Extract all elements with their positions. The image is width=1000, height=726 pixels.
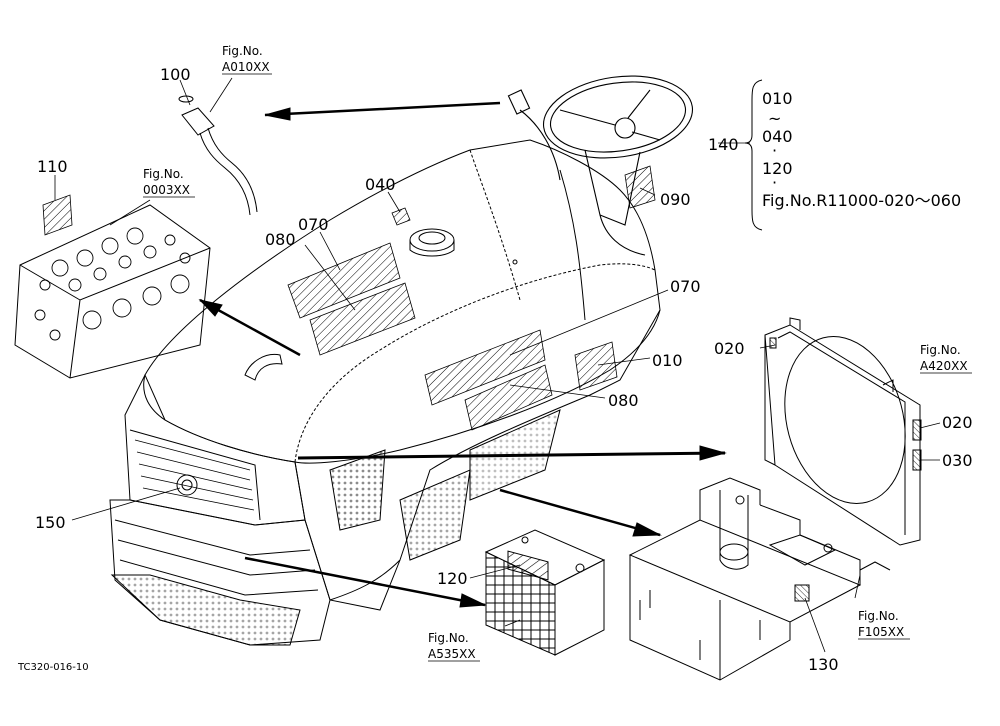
decal-070b <box>424 329 546 406</box>
label-090: 090 <box>660 190 691 209</box>
bracket-line-1: 010 <box>762 89 793 108</box>
label-120: 120 <box>437 569 468 588</box>
cylinder-head <box>14 204 211 379</box>
fig-f105-code: F105XX <box>858 625 904 639</box>
bracket-line-5: 120 <box>762 159 793 178</box>
label-110: 110 <box>37 157 68 176</box>
decal-110 <box>42 194 73 236</box>
fig-f105-title: Fig.No. <box>858 609 899 623</box>
part-labels: 100 110 040 070 080 090 070 010 080 020 … <box>35 65 973 674</box>
fig-0003-code: 0003XX <box>143 183 190 197</box>
decal-070a <box>309 282 416 356</box>
label-040: 040 <box>365 175 396 194</box>
fig-a420-code: A420XX <box>920 359 968 373</box>
battery-frame <box>628 477 891 681</box>
harness-connector <box>178 95 258 216</box>
leader-lines <box>54 77 941 653</box>
label-020b: 020 <box>942 413 973 432</box>
label-140: 140 <box>708 135 739 154</box>
label-030: 030 <box>942 451 973 470</box>
assembly-arrows <box>198 101 727 608</box>
decal-090 <box>624 165 656 209</box>
bracket-group <box>744 79 763 231</box>
label-080b: 080 <box>608 391 639 410</box>
decal-080b <box>464 364 553 431</box>
label-080a: 080 <box>265 230 296 249</box>
bracket-text: 010 ~ 040 · 120 · Fig.No.R11000-020～060 <box>762 89 961 210</box>
bracket-line-2: ~ <box>768 109 781 128</box>
battery <box>484 529 606 656</box>
label-010: 010 <box>652 351 683 370</box>
drawing-code: TC320-016-10 <box>17 662 89 673</box>
decal-010 <box>574 341 618 391</box>
steering-wheel <box>507 75 694 256</box>
bracket-line-6: · <box>772 173 777 192</box>
label-070b: 070 <box>670 277 701 296</box>
fig-a010-title: Fig.No. <box>222 44 263 58</box>
decal-080a <box>287 242 401 319</box>
fig-0003-title: Fig.No. <box>143 167 184 181</box>
label-070a: 070 <box>298 215 329 234</box>
radiator-shroud <box>764 317 922 546</box>
label-100: 100 <box>160 65 191 84</box>
decals <box>42 165 656 431</box>
decal-040 <box>391 207 411 226</box>
label-130: 130 <box>808 655 839 674</box>
bracket-line-4: · <box>772 141 777 160</box>
bracket-line-3: 040 <box>762 127 793 146</box>
fig-references: Fig.No. A010XX Fig.No. 0003XX Fig.No. A4… <box>143 44 972 662</box>
label-150: 150 <box>35 513 66 532</box>
bracket-line-7: Fig.No.R11000-020～060 <box>762 191 961 210</box>
fig-a535-title: Fig.No. <box>428 631 469 645</box>
fig-a535-code: A535XX <box>428 647 476 661</box>
label-020a: 020 <box>714 339 745 358</box>
fig-a010-code: A010XX <box>222 60 270 74</box>
fig-a420-title: Fig.No. <box>920 343 961 357</box>
